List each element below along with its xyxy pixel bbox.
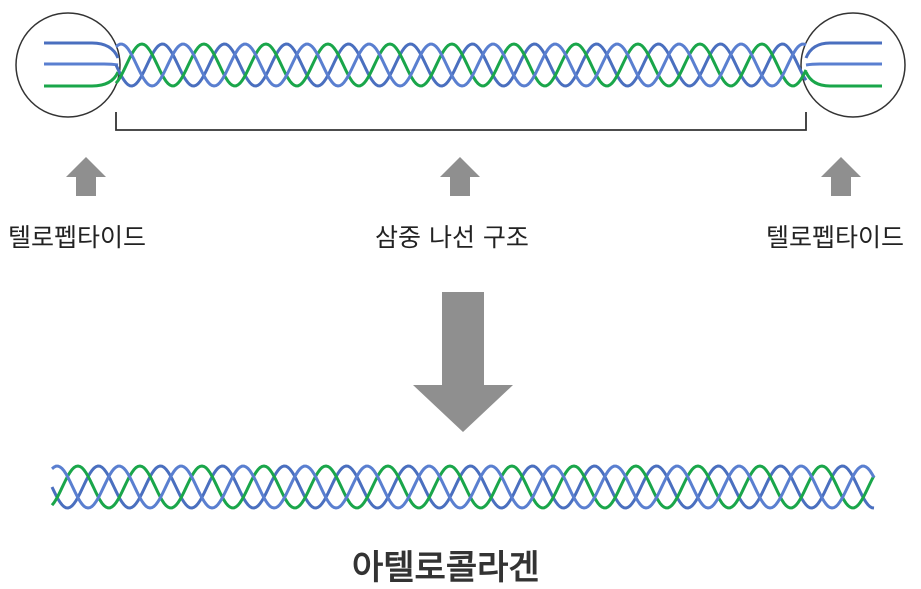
helix-strand-green <box>50 464 876 510</box>
collagen-molecule <box>15 12 906 131</box>
atelocollagen-strands <box>50 464 876 510</box>
telopeptide-right-strands <box>804 41 882 88</box>
helix-strand-blue-2 <box>115 42 807 88</box>
down-arrow-icon <box>413 292 513 432</box>
up-arrow-icon <box>66 157 106 196</box>
atelocollagen-label: 아텔로콜라겐 <box>352 548 540 588</box>
triple-helix-bracket <box>115 112 807 131</box>
telopeptide-right-circle <box>800 12 906 118</box>
helix-strand-green <box>114 42 808 88</box>
telopeptide-left-circle <box>15 12 121 118</box>
telopeptide-right-label: 텔로펩타이드 <box>766 223 905 252</box>
up-arrow-icon <box>821 157 861 196</box>
triple-helix-strands <box>114 42 808 88</box>
helix-strand-blue-1 <box>114 42 808 88</box>
triple-helix-label: 삼중 나선 구조 <box>375 223 529 252</box>
helix-strand-blue-1 <box>50 464 875 510</box>
helix-strand-blue-2 <box>51 464 876 510</box>
telopeptide-left-label: 텔로펩타이드 <box>8 223 147 252</box>
up-arrow-icon <box>440 157 480 196</box>
telopeptide-left-strands <box>44 41 120 88</box>
